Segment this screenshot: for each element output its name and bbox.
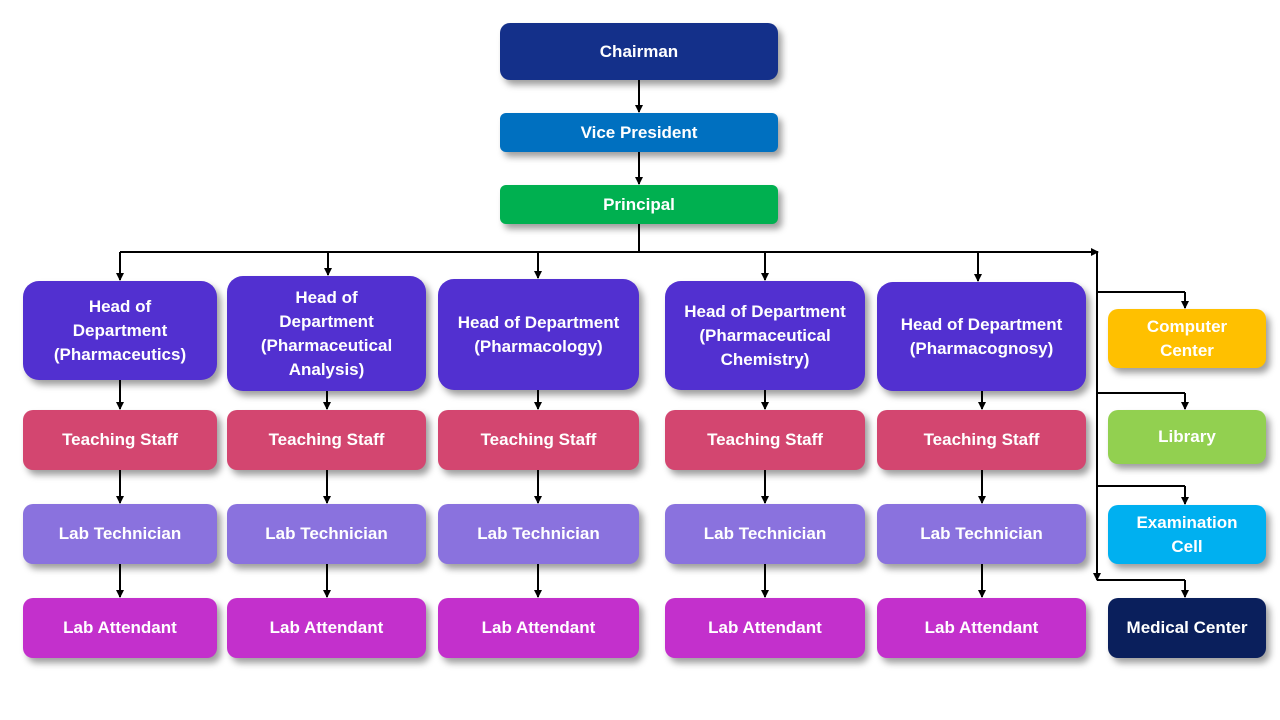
lab-technician-pharmacology: Lab Technician [438,504,639,564]
lab-attendant-pharmacognosy: Lab Attendant [877,598,1086,658]
hod-pharmaceutical-chemistry: Head of Department (Pharmaceutical Chemi… [665,281,865,390]
principal-box: Principal [500,185,778,224]
lab-technician-pharmaceutics: Lab Technician [23,504,217,564]
hod-pharmacognosy: Head of Department (Pharmacognosy) [877,282,1086,391]
medical-center-box: Medical Center [1108,598,1266,658]
hod-pharmacology: Head of Department (Pharmacology) [438,279,639,390]
teaching-staff-pharmacognosy: Teaching Staff [877,410,1086,470]
vice-president-box: Vice President [500,113,778,152]
examination-cell-box: Examination Cell [1108,505,1266,564]
teaching-staff-pharmacology: Teaching Staff [438,410,639,470]
lab-attendant-pharmacology: Lab Attendant [438,598,639,658]
hod-pharmaceutics: Head of Department (Pharmaceutics) [23,281,217,380]
computer-center-box: Computer Center [1108,309,1266,368]
chairman-box: Chairman [500,23,778,80]
lab-technician-pharmacognosy: Lab Technician [877,504,1086,564]
lab-technician-pharmaceutical-chemistry: Lab Technician [665,504,865,564]
teaching-staff-pharmaceutical-chemistry: Teaching Staff [665,410,865,470]
hod-pharmaceutical-analysis: Head of Department (Pharmaceutical Analy… [227,276,426,391]
lab-attendant-pharmaceutical-analysis: Lab Attendant [227,598,426,658]
lab-attendant-pharmaceutics: Lab Attendant [23,598,217,658]
teaching-staff-pharmaceutical-analysis: Teaching Staff [227,410,426,470]
lab-technician-pharmaceutical-analysis: Lab Technician [227,504,426,564]
teaching-staff-pharmaceutics: Teaching Staff [23,410,217,470]
lab-attendant-pharmaceutical-chemistry: Lab Attendant [665,598,865,658]
library-box: Library [1108,410,1266,464]
